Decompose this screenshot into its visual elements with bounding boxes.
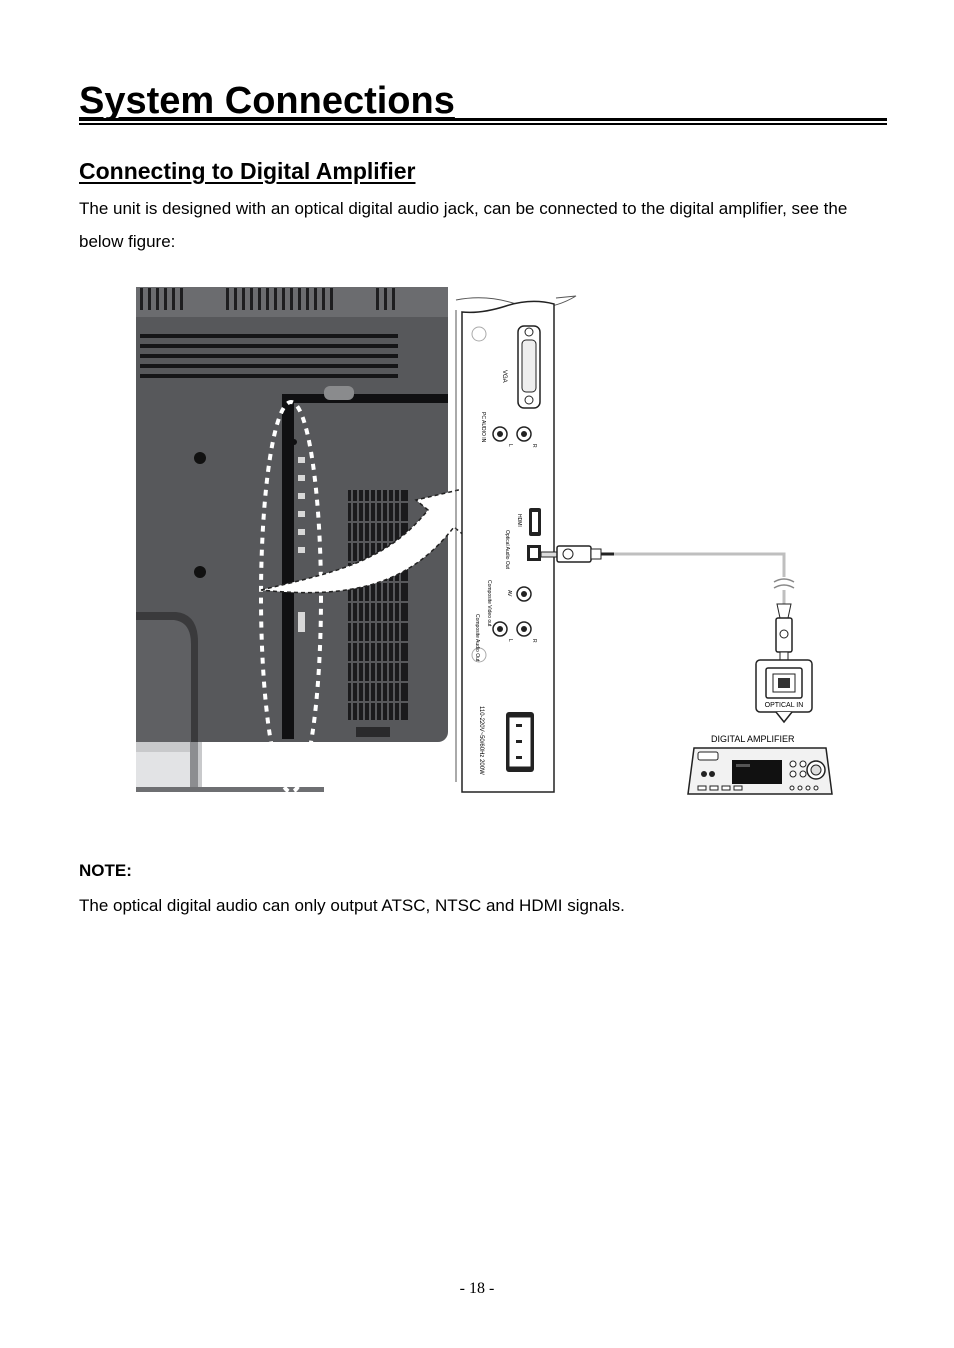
digital-amplifier: DIGITAL AMPLIFIER (687, 734, 833, 795)
intro-paragraph: The unit is designed with an optical dig… (79, 199, 848, 251)
composite-video-label: Composite Video out (486, 580, 492, 627)
composite-audio-l-label: L (507, 639, 513, 642)
section-heading: Connecting to Digital Amplifier (79, 158, 416, 184)
pc-audio-l-label: L (507, 444, 513, 447)
optical-in-jack: OPTICAL IN (755, 659, 813, 724)
composite-audio-label: Composite Audio Out (474, 614, 480, 662)
title-rule-thick (79, 118, 887, 121)
power-label: 110-220V~50/60Hz 200W (478, 706, 484, 775)
connection-diagram: VGA PC AUDIO IN L R HDMI Optical Audio O… (136, 287, 833, 795)
amplifier-label: DIGITAL AMPLIFIER (711, 734, 795, 744)
pc-audio-label: PC AUDIO IN (480, 412, 486, 443)
title-rule-thin (79, 123, 887, 125)
av-label: AV (506, 590, 512, 597)
composite-audio-r-label: R (531, 639, 537, 643)
connection-panel: VGA PC AUDIO IN L R HDMI Optical Audio O… (455, 295, 577, 793)
page-title-text: System Connections (79, 80, 455, 122)
optical-in-label: OPTICAL IN (765, 702, 804, 709)
page-number: - 18 - (459, 1280, 495, 1297)
vga-label: VGA (501, 370, 507, 383)
hdmi-label: HDMI (516, 514, 522, 527)
page-title: System Connections (79, 78, 887, 124)
note-label: NOTE: (79, 861, 132, 880)
zoom-arrow (260, 486, 472, 594)
pc-audio-r-label: R (531, 444, 537, 448)
note-text: The optical digital audio can only outpu… (79, 896, 625, 915)
optical-cable (540, 545, 795, 661)
port-highlight-ellipse (259, 400, 323, 794)
optical-out-label: Optical Audio Out (504, 530, 510, 570)
tv-back-illustration (136, 287, 448, 792)
